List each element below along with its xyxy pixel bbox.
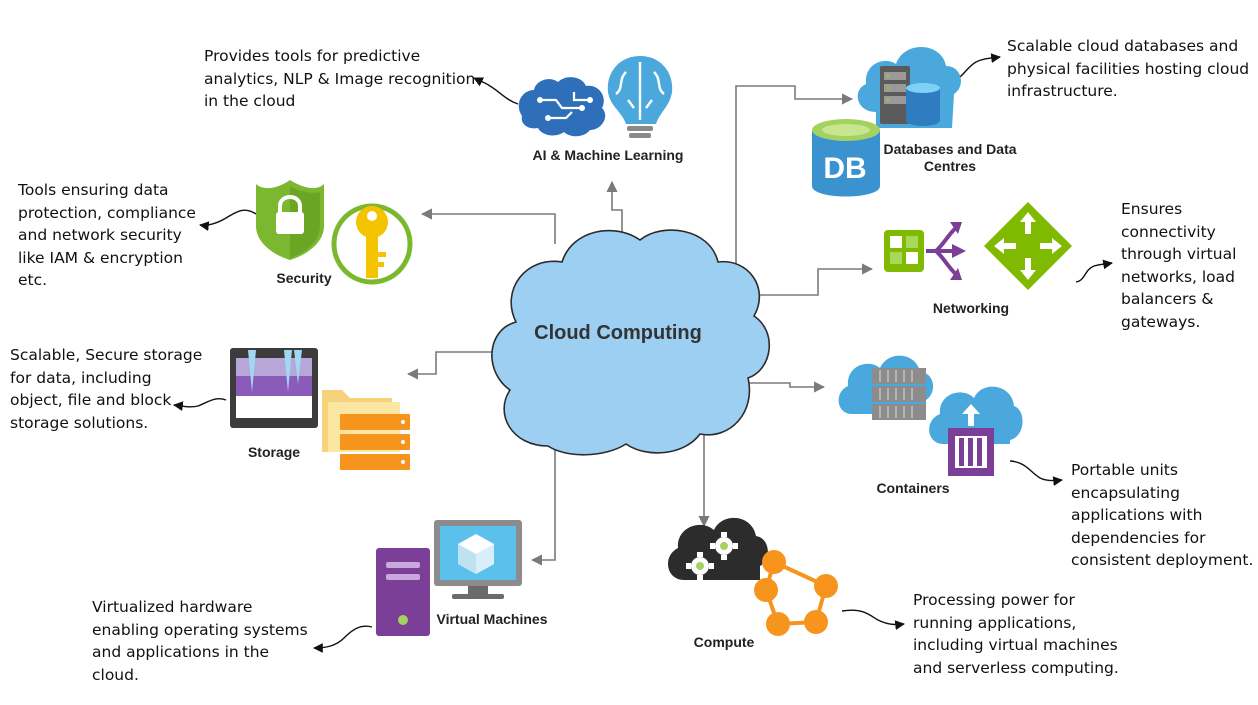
description-virtual-machines: Virtualized hardware enabling operating … <box>92 596 308 686</box>
function-graph-icon <box>754 550 838 636</box>
arrow-networking-desc <box>1075 259 1113 283</box>
arrow-compute-desc <box>841 609 905 630</box>
vm-tower-icon <box>376 548 430 636</box>
arrow-vm-desc <box>313 625 373 653</box>
description-ai: Provides tools for predictive analytics,… <box>204 45 475 113</box>
description-line: physical facilities hosting cloud <box>1007 59 1250 78</box>
description-line: Virtualized hardware <box>92 598 253 616</box>
folder-disk-icon <box>322 390 410 470</box>
connector-virtual-machines <box>530 440 556 566</box>
description-arrows <box>173 53 1113 653</box>
connector-networking <box>748 263 874 296</box>
label-security: Security <box>276 270 332 286</box>
arrow-containers-desc <box>1009 460 1063 486</box>
description-line: cloud. <box>92 665 139 684</box>
container-cloud-icon <box>838 355 1023 476</box>
connector-containers <box>748 381 826 393</box>
description-compute: Processing power for running application… <box>913 589 1119 679</box>
description-line: Tools ensuring data <box>18 181 169 199</box>
description-line: Processing power for <box>913 591 1075 609</box>
connector-databases <box>735 85 854 272</box>
description-line: protection, compliance <box>18 203 196 222</box>
description-line: encapsulating <box>1071 483 1180 502</box>
label-ai: AI & Machine Learning <box>532 147 684 163</box>
description-line: including virtual machines <box>913 636 1118 654</box>
description-line: dependencies for <box>1071 528 1206 547</box>
description-line: applications with <box>1071 506 1203 524</box>
arrow-storage-desc <box>173 397 227 411</box>
description-line: Portable units <box>1071 461 1178 479</box>
load-balancer-icon <box>984 202 1072 290</box>
database-badge: DB <box>823 152 866 185</box>
description-line: for data, including <box>10 368 152 387</box>
description-line: like IAM & encryption <box>18 248 183 267</box>
label-compute: Compute <box>693 634 755 650</box>
connector-storage <box>406 351 516 380</box>
description-line: etc. <box>18 271 48 289</box>
description-line: balancers & <box>1121 290 1214 308</box>
label-networking: Networking <box>932 300 1010 316</box>
description-line: and network security <box>18 226 182 244</box>
arrow-db-desc <box>954 53 1001 81</box>
description-line: object, file and block <box>10 391 172 409</box>
description-containers: Portable units encapsulating application… <box>1071 459 1253 572</box>
label-databases-line: Databases and Data <box>883 141 1017 157</box>
description-line: Provides tools for predictive <box>204 47 421 65</box>
description-line: storage solutions. <box>10 413 149 432</box>
description-line: enabling operating systems <box>92 620 308 639</box>
connector-ai <box>606 180 623 234</box>
arrow-ai-desc <box>473 77 519 105</box>
storage-bucket-icon <box>230 348 318 428</box>
key-icon <box>331 203 413 285</box>
shield-lock-icon <box>256 180 324 260</box>
description-networking: Ensures connectivity through virtual net… <box>1121 198 1236 333</box>
description-line: consistent deployment. <box>1071 551 1254 569</box>
label-containers: Containers <box>876 480 950 496</box>
description-line: Scalable cloud databases and <box>1007 37 1239 55</box>
network-switch-icon <box>884 222 966 280</box>
description-line: Ensures <box>1121 200 1183 218</box>
connectors <box>406 85 874 566</box>
description-line: and applications in the <box>92 643 270 661</box>
description-storage: Scalable, Secure storage for data, inclu… <box>10 344 202 434</box>
database-cloud-icon <box>812 46 961 197</box>
label-databases: Databases and Data Centres <box>868 141 1032 175</box>
vm-monitor-icon <box>434 520 522 599</box>
description-databases: Scalable cloud databases and physical fa… <box>1007 35 1249 103</box>
center-title: Cloud Computing <box>534 322 702 344</box>
label-databases-line: Centres <box>923 158 977 174</box>
description-line: through virtual <box>1121 245 1237 263</box>
lightbulb-brain-icon <box>607 56 673 138</box>
central-cloud <box>491 229 770 456</box>
description-line: networks, load <box>1121 267 1236 286</box>
gears-cloud-icon <box>667 517 768 580</box>
description-line: in the cloud <box>204 92 296 110</box>
brain-circuit-icon <box>518 77 606 137</box>
description-security: Tools ensuring data protection, complian… <box>18 179 196 292</box>
arrow-security-desc <box>199 209 257 231</box>
description-line: running applications, <box>913 613 1077 632</box>
description-line: analytics, NLP & Image recognition <box>204 69 476 88</box>
description-line: gateways. <box>1121 312 1201 331</box>
label-virtual-machines: Virtual Machines <box>436 611 548 627</box>
connector-security <box>420 208 556 244</box>
description-line: connectivity <box>1121 222 1216 241</box>
label-storage: Storage <box>247 444 301 460</box>
description-line: Scalable, Secure storage <box>10 346 203 364</box>
description-line: and serverless computing. <box>913 658 1119 677</box>
description-line: infrastructure. <box>1007 82 1118 100</box>
